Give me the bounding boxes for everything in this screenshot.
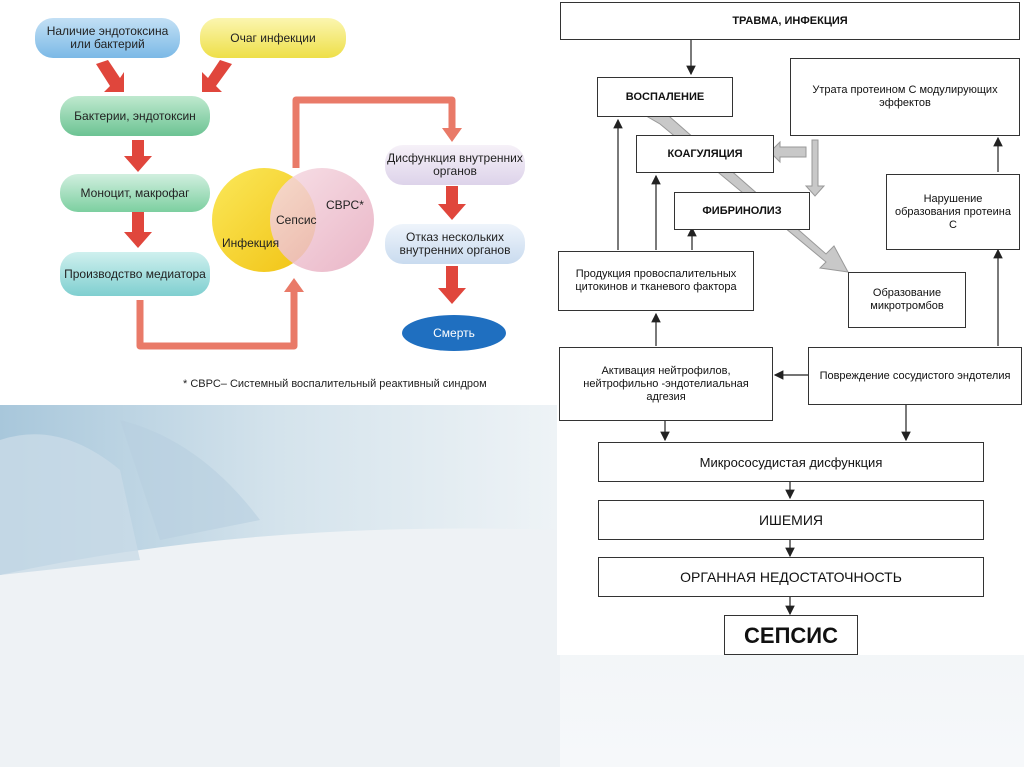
organ-dysfunction-pill: Дисфункция внутренних органов bbox=[385, 145, 525, 185]
microthrombi-box: Образование микротромбов bbox=[848, 272, 966, 328]
neutrophils-box: Активация нейтрофилов, нейтрофильно -энд… bbox=[559, 347, 773, 421]
endothelium-box: Повреждение сосудистого эндотелия bbox=[808, 347, 1022, 405]
inflammation-box: ВОСПАЛЕНИЕ bbox=[597, 77, 733, 117]
multiple-failure-label: Отказ нескольких внутренних органов bbox=[399, 230, 511, 257]
trauma-label: ТРАВМА, ИНФЕКЦИЯ bbox=[732, 14, 848, 27]
monocyte-pill: Моноцит, макрофаг bbox=[60, 174, 210, 212]
fibrinolysis-label: ФИБРИНОЛИЗ bbox=[702, 204, 782, 217]
mediator-label: Производство медиатора bbox=[64, 266, 206, 281]
bacteria-endotoxin-label: Бактерии, эндотоксин bbox=[74, 108, 196, 123]
death-label-wrap: Смерть bbox=[402, 322, 506, 344]
organ-failure-label: ОРГАННАЯ НЕДОСТАТОЧНОСТЬ bbox=[680, 568, 902, 585]
sepsis-box: СЕПСИС bbox=[724, 615, 858, 655]
cytokines-label: Продукция провоспалительных цитокинов и … bbox=[575, 268, 737, 293]
infection-focus-label: Очаг инфекции bbox=[230, 30, 316, 45]
organ-dysfunction-label: Дисфункция внутренних органов bbox=[387, 151, 523, 178]
protein-c-disorder-label: Нарушение образования протеина С bbox=[895, 192, 1011, 231]
footnote: * СВРС– Системный воспалительный реактив… bbox=[183, 378, 487, 390]
coagulation-box: КОАГУЛЯЦИЯ bbox=[636, 135, 774, 173]
cytokines-box: Продукция провоспалительных цитокинов и … bbox=[558, 251, 754, 311]
neutrophils-label: Активация нейтрофилов, нейтрофильно -энд… bbox=[583, 364, 749, 403]
inflammation-label: ВОСПАЛЕНИЕ bbox=[625, 90, 705, 103]
protein-c-loss-box: Утрата протеином С модулирующих эффектов bbox=[790, 58, 1020, 136]
bacteria-endotoxin-pill: Бактерии, эндотоксин bbox=[60, 96, 210, 136]
microvascular-label: Микрососудистая дисфункция bbox=[699, 454, 883, 470]
organ-failure-box: ОРГАННАЯ НЕДОСТАТОЧНОСТЬ bbox=[598, 557, 984, 597]
microvascular-box: Микрососудистая дисфункция bbox=[598, 442, 984, 482]
endotoxin-presence-label: Наличие эндотоксина или бактерий bbox=[46, 24, 169, 51]
trauma-box: ТРАВМА, ИНФЕКЦИЯ bbox=[560, 2, 1020, 40]
death-label: Смерть bbox=[433, 325, 475, 340]
fibrinolysis-box: ФИБРИНОЛИЗ bbox=[674, 192, 810, 230]
venn-sirs-label: СВРС* bbox=[326, 198, 364, 212]
mediator-pill: Производство медиатора bbox=[60, 252, 210, 296]
monocyte-label: Моноцит, макрофаг bbox=[80, 185, 190, 200]
infection-focus-pill: Очаг инфекции bbox=[200, 18, 346, 58]
sepsis-label: СЕПСИС bbox=[744, 622, 838, 648]
venn-infection-label: Инфекция bbox=[222, 236, 280, 250]
multiple-failure-pill: Отказ нескольких внутренних органов bbox=[385, 224, 525, 264]
coagulation-label: КОАГУЛЯЦИЯ bbox=[667, 147, 743, 160]
endotoxin-presence-pill: Наличие эндотоксина или бактерий bbox=[35, 18, 180, 58]
endothelium-label: Повреждение сосудистого эндотелия bbox=[819, 369, 1011, 382]
venn-sepsis-label: Сепсис bbox=[276, 213, 317, 227]
ischemia-label: ИШЕМИЯ bbox=[758, 511, 824, 528]
microthrombi-label: Образование микротромбов bbox=[870, 287, 944, 312]
protein-c-loss-label: Утрата протеином С модулирующих эффектов bbox=[812, 84, 998, 109]
protein-c-disorder-box: Нарушение образования протеина С bbox=[886, 174, 1020, 250]
ischemia-box: ИШЕМИЯ bbox=[598, 500, 984, 540]
